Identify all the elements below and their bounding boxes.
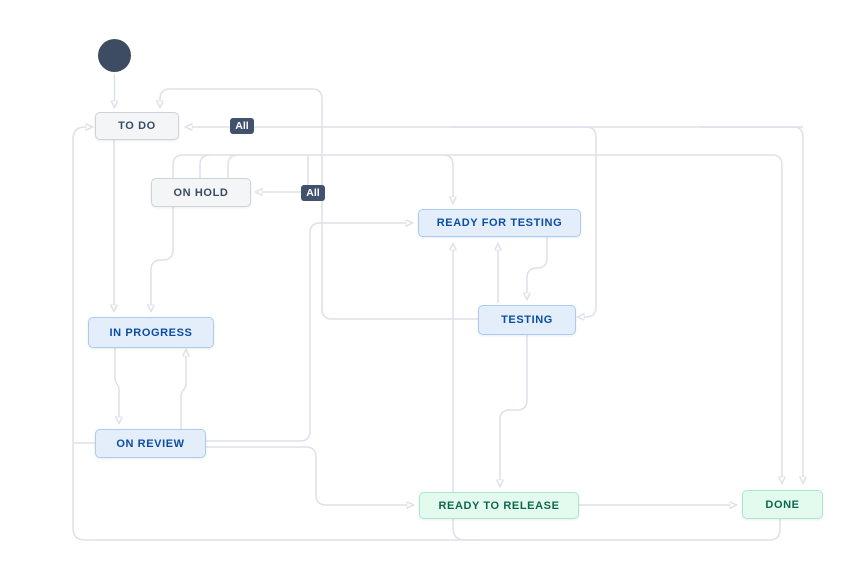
edge-onhold-to-inprogress <box>151 207 174 305</box>
edge-onhold-top-stub-2 <box>199 154 211 178</box>
edge-right-loop-to-testing <box>450 126 597 317</box>
status-label: IN PROGRESS <box>109 326 193 339</box>
status-node-in-progress[interactable]: IN PROGRESS <box>88 317 214 348</box>
status-node-on-review[interactable]: ON REVIEW <box>95 429 206 458</box>
status-label: TO DO <box>118 120 156 132</box>
status-node-on-hold[interactable]: ON HOLD <box>151 178 251 207</box>
all-badge-label: All <box>235 120 249 132</box>
status-label: READY FOR TESTING <box>436 217 563 229</box>
edge-onreview-to-rtr <box>206 446 407 505</box>
edge-rft-to-testing <box>527 237 548 293</box>
edge-testing-to-todo <box>160 88 478 320</box>
status-label: ON HOLD <box>173 186 229 199</box>
edge-onreview-to-rft <box>206 223 406 442</box>
edge-testing-to-rtr <box>500 335 528 480</box>
edge-onhold-to-rft <box>442 154 453 197</box>
status-label: DONE <box>765 498 800 511</box>
edge-inprogress-to-onreview <box>114 348 119 417</box>
edge-right-loop-to-done <box>700 126 803 477</box>
status-node-to-do[interactable]: TO DO <box>95 112 179 140</box>
edge-bottom-loop-to-rft <box>453 250 480 541</box>
status-node-ready-for-testing[interactable]: READY FOR TESTING <box>418 209 581 237</box>
all-badge-label: All <box>306 187 320 199</box>
status-label: ON REVIEW <box>116 437 185 450</box>
edge-onhold-to-done <box>172 154 782 477</box>
edge-onreview-to-inprogress <box>180 356 186 429</box>
status-label: READY TO RELEASE <box>438 499 560 512</box>
status-node-ready-to-release[interactable]: READY TO RELEASE <box>419 492 579 519</box>
edge-done-to-todo-loop <box>72 127 781 541</box>
status-node-done[interactable]: DONE <box>742 490 823 519</box>
all-transitions-badge-to-do[interactable]: All <box>230 118 254 134</box>
start-node <box>98 39 131 72</box>
all-transitions-badge-on-hold[interactable]: All <box>301 185 325 201</box>
edge-onhold-top-stub-3 <box>227 154 239 178</box>
status-node-testing[interactable]: TESTING <box>478 305 576 335</box>
status-label: TESTING <box>501 314 553 326</box>
